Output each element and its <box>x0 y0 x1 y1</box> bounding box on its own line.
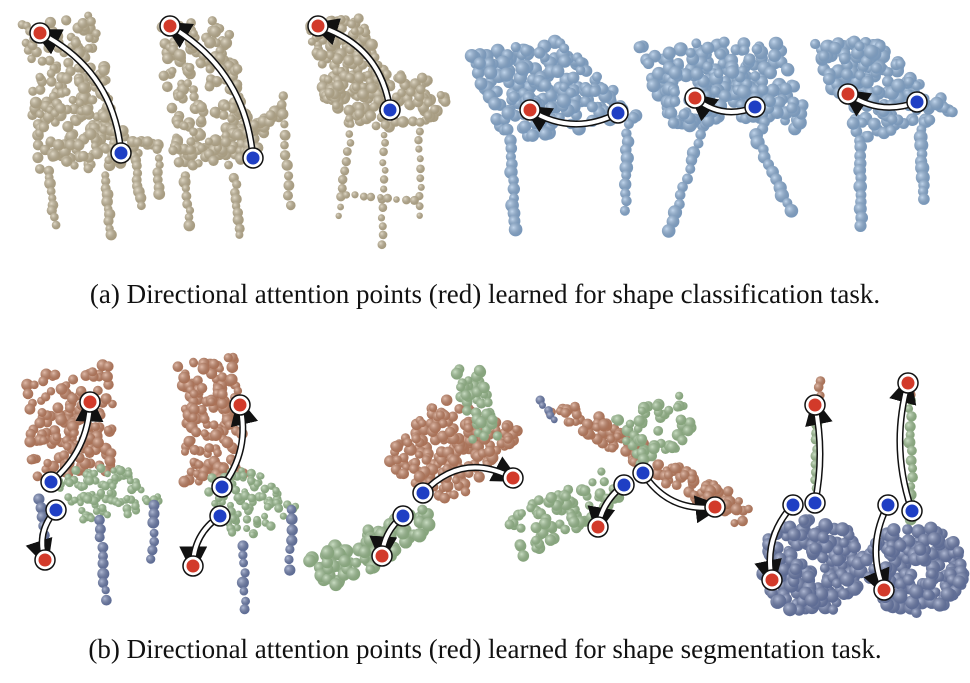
table-pointcloud-2 <box>633 36 809 238</box>
caption-classification: (a) Directional attention points (red) l… <box>89 279 881 309</box>
chair-pointcloud-2 <box>156 16 296 239</box>
table-pointcloud-1 <box>464 34 643 237</box>
seg-guitar-pointcloud-2 <box>860 375 970 618</box>
seg-chair-pointcloud-1 <box>21 359 163 606</box>
seg-airplane-pointcloud-1 <box>303 364 523 592</box>
attention-markers <box>29 15 928 601</box>
chair-pointcloud-1 <box>17 11 166 241</box>
panel-b <box>21 352 970 618</box>
table-pointcloud-3 <box>810 35 958 232</box>
caption-segmentation: (b) Directional attention points (red) l… <box>88 634 882 664</box>
stool-pointcloud <box>305 13 451 250</box>
seg-chair-pointcloud-2 <box>172 352 300 615</box>
panel-a <box>17 11 958 250</box>
